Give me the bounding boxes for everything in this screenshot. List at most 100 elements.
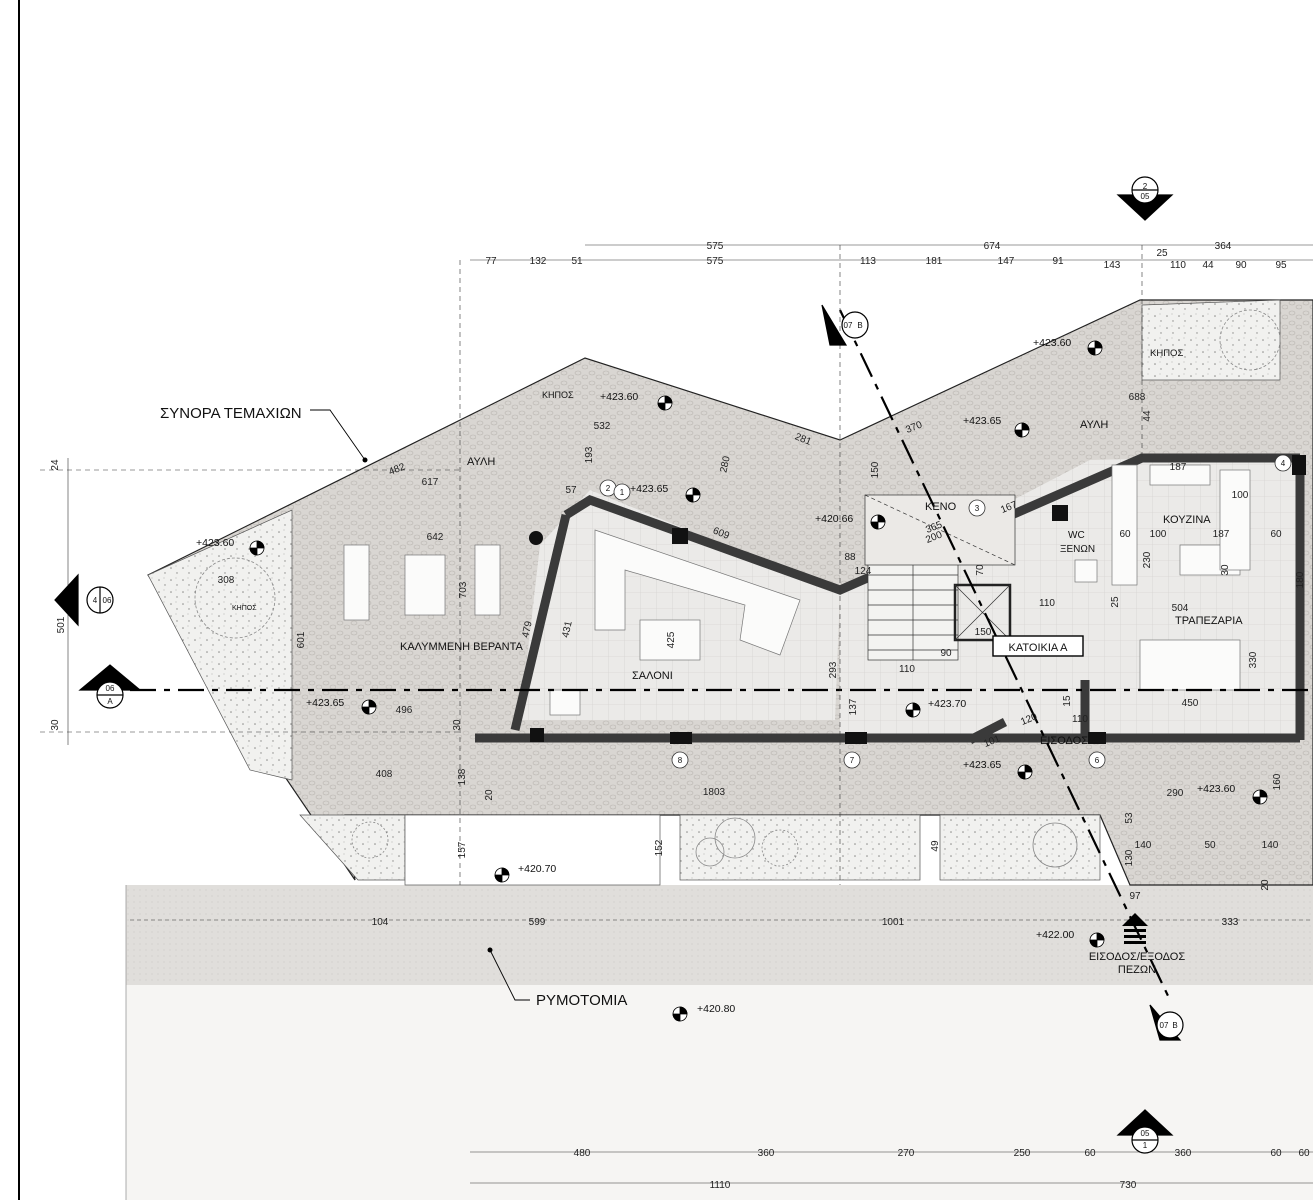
level-value: +423.65 [963, 415, 1001, 427]
dimension: 308 [218, 575, 235, 586]
dimension: 110 [1170, 260, 1186, 271]
dimension: 1110 [710, 1180, 731, 1191]
dimension: 30 [50, 719, 61, 731]
dimension: 152 [654, 839, 665, 856]
dimension: 330 [1248, 651, 1259, 668]
dimension: 181 [926, 256, 943, 267]
room-kouzina: ΚΟΥΖΙΝΑ [1163, 514, 1211, 526]
room-aule-right: ΑΥΛΗ [1080, 419, 1108, 431]
dimension: 1803 [703, 787, 726, 798]
dimension: 110 [1072, 714, 1088, 725]
section-mark-A-06 [78, 664, 142, 709]
house-label: ΚΑΤΟΙΚΙΑ Α [1009, 642, 1069, 654]
level-value: +423.70 [928, 698, 966, 710]
dimension: 44 [1142, 410, 1153, 422]
dimension: 132 [530, 256, 547, 267]
level-value: +423.65 [963, 759, 1001, 771]
dimension: 333 [1222, 917, 1239, 928]
dimension: 360 [758, 1148, 775, 1159]
dimension: 187 [1213, 529, 1230, 540]
dimension: 642 [427, 532, 444, 543]
dimension: 431 [560, 620, 574, 639]
level-value: +423.60 [1197, 783, 1235, 795]
dimension: 599 [529, 917, 546, 928]
section-mark-text: Β [1172, 1021, 1177, 1030]
dimension: 160 [1272, 773, 1283, 790]
section-lines [130, 309, 1313, 1001]
dimension: 532 [594, 421, 611, 432]
section-mark-1-05 [1116, 1109, 1174, 1154]
dimension: 20 [1260, 879, 1271, 891]
dimension: 496 [396, 705, 413, 716]
axis-1: 1 [620, 488, 625, 497]
dimension: 364 [1215, 241, 1232, 252]
axis-8: 8 [678, 756, 683, 765]
dimension: 501 [56, 616, 67, 633]
level-value: +423.60 [196, 537, 234, 549]
dimension: 53 [1124, 812, 1135, 824]
dimension: 110 [1039, 598, 1055, 609]
dimension: 137 [848, 698, 859, 715]
entrance-label-line1: ΕΙΣΟΔΟΣ/ΕΞΟΔΟΣ [1089, 951, 1186, 963]
dimension: 60 [1084, 1148, 1096, 1159]
room-trapezaria: ΤΡΑΠΕΖΑΡΙΑ [1175, 615, 1243, 627]
dimension: 150 [870, 461, 881, 478]
leaders [310, 409, 530, 1001]
dimension: 70 [975, 564, 986, 576]
house-label-box: ΚΑΤΟΙΚΙΑ Α [992, 635, 1084, 657]
entrance-label-line2: ΠΕΖΩΝ [1118, 964, 1156, 976]
dimension: 138 [457, 768, 468, 785]
level-value: +420.70 [518, 863, 556, 875]
dimension: 280 [718, 455, 732, 474]
dimension: 479 [520, 620, 534, 639]
dimension: 30 [1220, 564, 1231, 576]
dimension: 250 [1014, 1148, 1031, 1159]
dimension: 617 [422, 477, 439, 488]
section-mark-text: Β [857, 321, 862, 330]
dimension: 57 [565, 485, 577, 496]
axis-6: 6 [1095, 756, 1100, 765]
dimension: 730 [1120, 1180, 1137, 1191]
dimension: 157 [457, 841, 468, 858]
section-mark-sheet: 1 [1143, 1141, 1148, 1150]
grid-axis-markers [599, 454, 1292, 769]
dimension: 100 [1150, 529, 1167, 540]
dimension: 575 [707, 256, 724, 267]
dimension: 230 [1142, 551, 1153, 568]
section-mark-2-05 [1116, 176, 1174, 221]
section-marks [54, 176, 1184, 1154]
dimension: 130 [1124, 849, 1135, 866]
section-mark-sheet: 06 [103, 596, 112, 605]
section-mark-text: 05 [1141, 1129, 1150, 1138]
dimension: 77 [485, 256, 497, 267]
section-mark-text: 4 [93, 596, 98, 605]
axis-4: 4 [1281, 459, 1286, 468]
dimension: 110 [899, 664, 915, 675]
dimension: 50 [1204, 840, 1216, 851]
dimension: 25 [1110, 596, 1121, 608]
room-wc-guests: ΞΕΝΩΝ [1060, 544, 1095, 555]
dimension: 25 [1156, 248, 1168, 259]
room-kipos-left: ΚΗΠΟΣ [232, 605, 257, 612]
dimension: 97 [1129, 891, 1141, 902]
level-markers [249, 340, 1268, 1022]
dimension: 143 [1104, 260, 1121, 271]
dimension: 601 [296, 631, 307, 648]
dimension: 90 [940, 648, 952, 659]
dimension: 150 [975, 627, 992, 638]
entrance-arrow-icon [1122, 913, 1148, 944]
section-mark-sheet: 07 [1160, 1021, 1169, 1030]
dimension: 113 [860, 256, 876, 267]
section-mark-sheet: 07 [844, 321, 853, 330]
dimension: 674 [984, 241, 1001, 252]
dimension: 408 [376, 769, 393, 780]
dimension: 703 [458, 581, 469, 598]
section-mark-B-07-bottom [1149, 1004, 1184, 1041]
dimension: 140 [1135, 840, 1152, 851]
dimension: 1001 [882, 917, 905, 928]
furniture [343, 464, 1251, 716]
dimension: 180 [1295, 571, 1306, 588]
section-mark-text: Α [107, 697, 113, 706]
room-veranda: ΚΑΛΥΜΜΕΝΗ ΒΕΡΑΝΤΑ [400, 641, 524, 653]
level-value: +423.60 [1033, 337, 1071, 349]
